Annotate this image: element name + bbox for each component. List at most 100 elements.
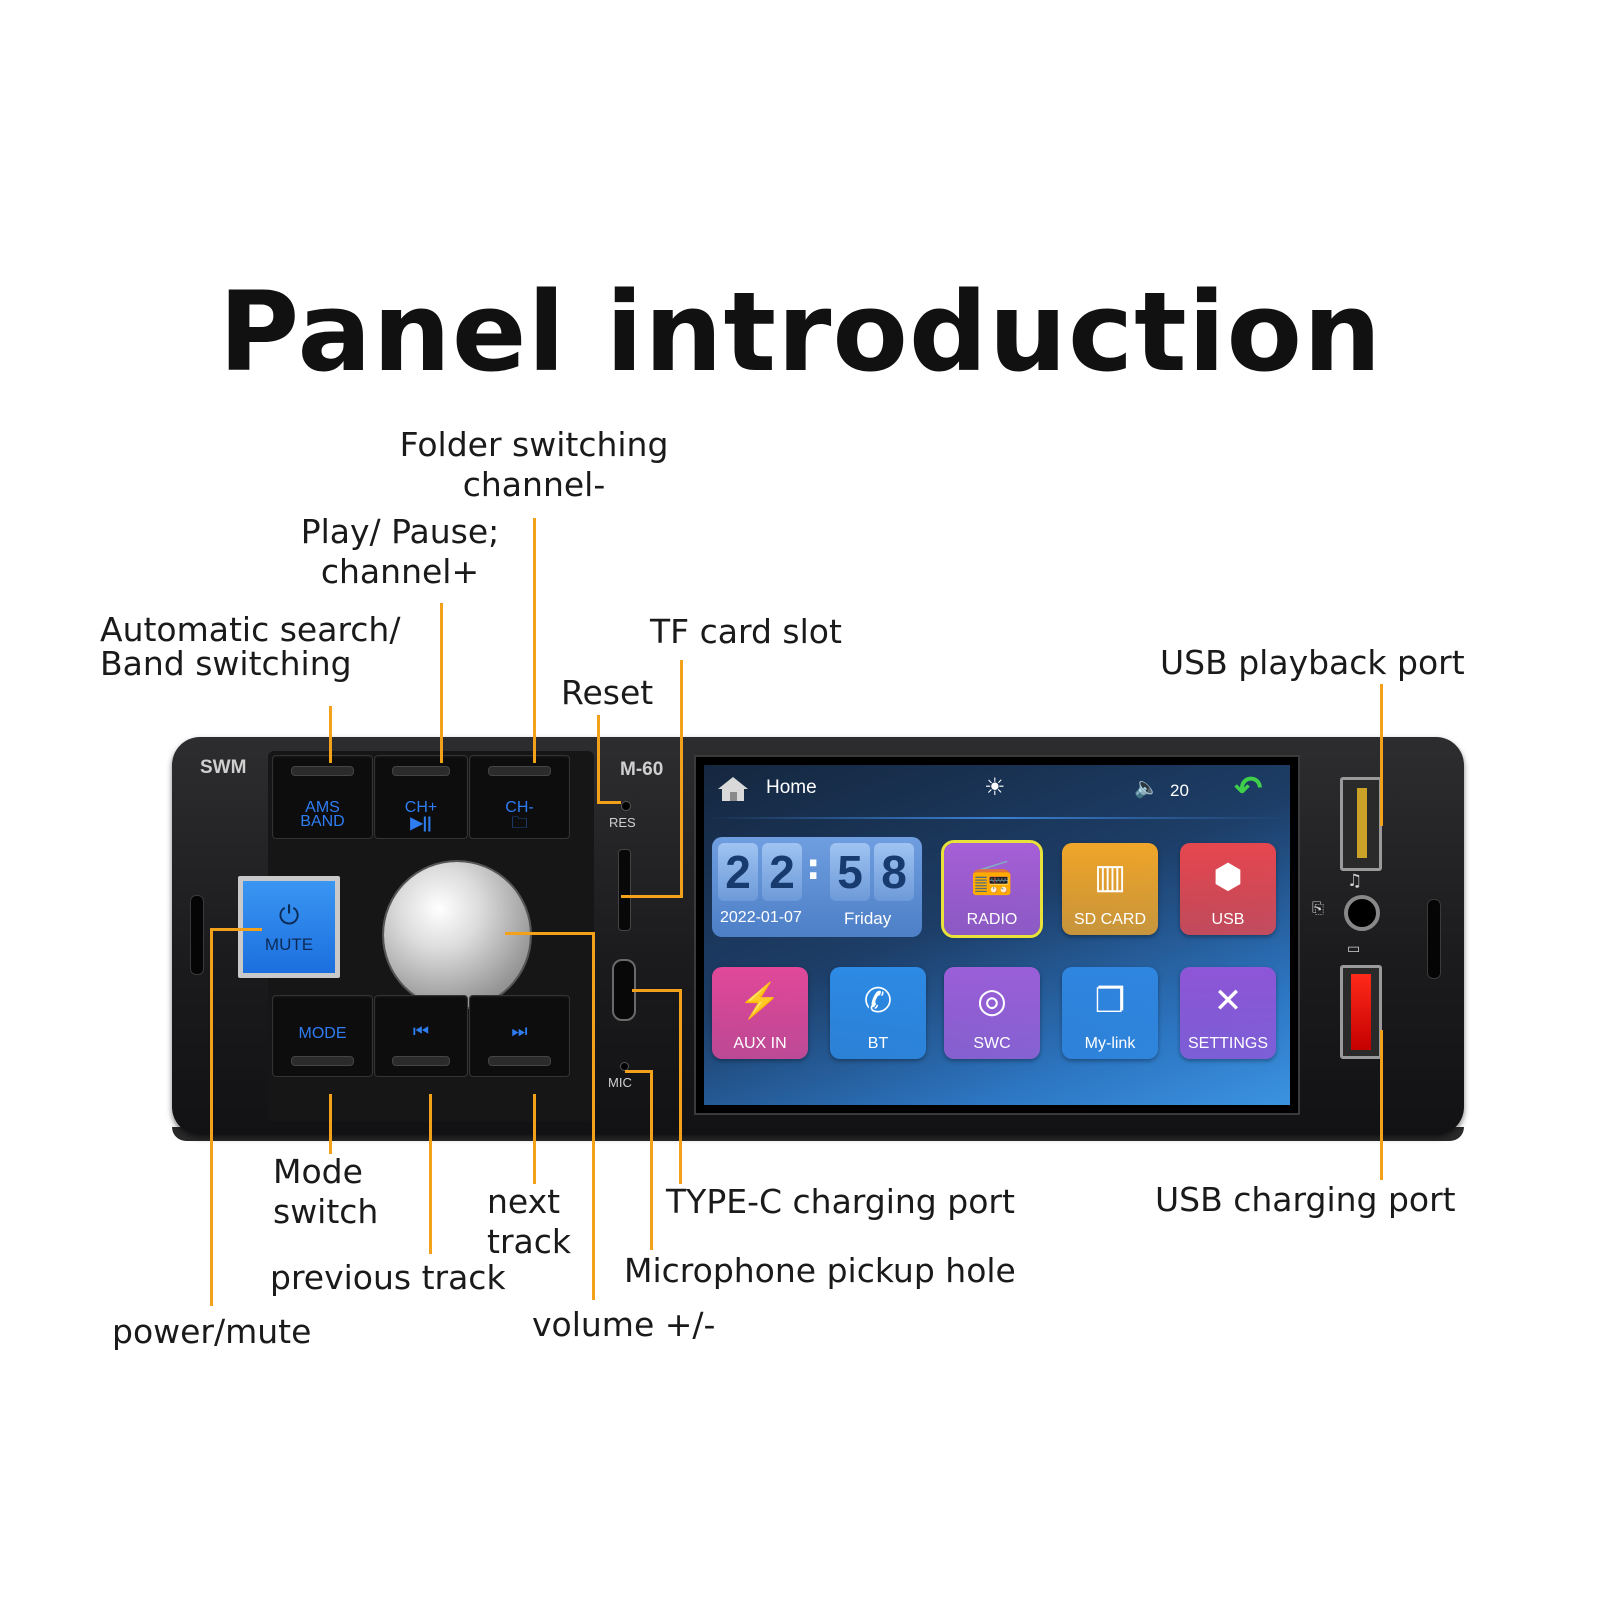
power-mute-button[interactable]: ⏻ MUTE <box>238 876 340 978</box>
callout-line-1: Folder switching <box>399 425 669 464</box>
app-icon: ❐ <box>1094 982 1126 1020</box>
app-icon: ⚡ <box>738 982 782 1020</box>
key-bar <box>487 1056 552 1066</box>
callout-line-2: switch <box>273 1192 379 1231</box>
clock-widget[interactable]: 2 2 : 5 8 2022-01-07 Friday <box>712 837 922 937</box>
app-tile-radio[interactable]: 📻 RADIO <box>941 840 1043 938</box>
app-label: RADIO <box>966 911 1018 928</box>
callout-line-2: channel+ <box>320 552 480 591</box>
ch-minus-folder-button[interactable]: CH- 🗀 <box>469 755 570 839</box>
key-label-line-1: CH+ <box>404 799 438 816</box>
leader-mode-switch <box>329 1094 332 1154</box>
ch-plus-play-pause-button[interactable]: CH+ ▶|| <box>374 755 468 839</box>
key-label-line-2: BAND <box>300 813 345 830</box>
app-tile-settings[interactable]: ✕ SETTINGS <box>1180 967 1276 1059</box>
app-label: BT <box>867 1035 889 1052</box>
app-icon: ✕ <box>1213 982 1243 1020</box>
app-tile-aux-in[interactable]: ⚡ AUX IN <box>712 967 808 1059</box>
right-side-slot <box>1427 899 1441 979</box>
home-icon[interactable] <box>716 775 750 803</box>
leader-tf-card-h <box>621 895 683 898</box>
usb-tongue-red <box>1351 974 1371 1050</box>
back-arrow-icon[interactable]: ↶ <box>1234 769 1263 809</box>
callout-microphone-pickup-hole: Microphone pickup hole <box>624 1251 1016 1290</box>
power-icon: ⏻ <box>278 901 300 931</box>
battery-charge-icon: ▭ <box>1347 941 1361 957</box>
clock-colon: : <box>806 847 821 888</box>
usb-charging-port[interactable] <box>1340 965 1382 1059</box>
reset-hole[interactable] <box>621 801 631 811</box>
app-label: SD CARD <box>1073 911 1146 928</box>
callout-line-2: track <box>487 1222 571 1261</box>
app-label: SWC <box>973 1035 1011 1052</box>
clock-digit: 2 <box>718 843 758 901</box>
app-label: AUX IN <box>733 1035 787 1052</box>
key-bar <box>391 1056 451 1066</box>
key-label: MODE <box>298 1025 347 1042</box>
page-title: Panel introduction <box>218 268 1383 396</box>
app-label: SETTINGS <box>1187 1035 1268 1052</box>
leader-usb-charging <box>1380 1030 1383 1180</box>
leader-power-mute-h <box>210 928 262 931</box>
callout-power-mute: power/mute <box>112 1312 312 1351</box>
mode-button[interactable]: MODE <box>272 995 373 1077</box>
aux-input-jack[interactable] <box>1344 895 1380 931</box>
leader-auto-search <box>329 706 332 763</box>
callout-line-2: channel- <box>462 465 606 504</box>
tf-card-slot[interactable] <box>618 849 631 931</box>
app-tile-sd-card[interactable]: ▥ SD CARD <box>1062 843 1158 935</box>
mic-hole <box>620 1062 629 1071</box>
volume-knob[interactable] <box>384 862 530 1008</box>
leader-power-mute <box>210 928 213 1306</box>
app-tile-bt[interactable]: ✆BT <box>830 967 926 1059</box>
car-stereo-panel: SWM M-60 AMS BAND CH+ ▶|| CH- 🗀 ⏻ MUTE M… <box>172 737 1464 1141</box>
app-tile-my-link[interactable]: ❐My-link <box>1062 967 1158 1059</box>
callout-line-1: next <box>487 1182 561 1221</box>
leader-reset-h <box>597 801 621 804</box>
leader-next-track <box>533 1094 536 1184</box>
app-label: USB <box>1211 911 1245 928</box>
app-icon: 📻 <box>970 858 1014 896</box>
status-divider <box>704 817 1290 819</box>
callout-previous-track: previous track <box>270 1258 506 1297</box>
model-label: M-60 <box>620 759 664 780</box>
leader-mic-h <box>625 1070 653 1073</box>
leader-folder-switching <box>533 518 536 763</box>
callout-line-1: Automatic search/ <box>100 610 401 649</box>
previous-icon: ⏮ <box>412 1021 430 1041</box>
clock-date: 2022-01-07 <box>720 909 802 926</box>
speaker-icon[interactable]: 🔈 <box>1134 775 1159 799</box>
clock-digit: 8 <box>874 843 914 901</box>
key-bar <box>391 766 451 776</box>
status-bar: Home ☀ 🔈 20 ↶ <box>704 765 1290 817</box>
folder-icon: 🗀 <box>511 815 528 832</box>
brand-label: SWM <box>200 757 247 778</box>
callout-volume: volume +/- <box>532 1305 716 1344</box>
callout-mode-switch: Mode switch <box>273 1152 378 1232</box>
app-tile-usb[interactable]: ⬢USB <box>1180 843 1276 935</box>
mic-label: MIC <box>608 1075 632 1090</box>
next-track-button[interactable]: ⏭ <box>469 995 570 1077</box>
clock-digit: 5 <box>830 843 870 901</box>
leader-volume <box>592 932 595 1300</box>
callout-type-c-charging-port: TYPE-C charging port <box>666 1182 1015 1221</box>
callout-play-pause: Play/ Pause; channel+ <box>282 512 518 592</box>
ams-band-button[interactable]: AMS BAND <box>272 755 373 839</box>
usb-playback-port[interactable] <box>1340 777 1382 871</box>
mute-label: MUTE <box>264 935 314 954</box>
home-screen: Home ☀ 🔈 20 ↶ 2 2 : 5 8 2022-01-07 Frida… <box>704 765 1290 1105</box>
callout-usb-charging-port: USB charging port <box>1155 1180 1456 1219</box>
app-tile-swc[interactable]: ◎ SWC <box>944 967 1040 1059</box>
volume-level: 20 <box>1170 781 1189 800</box>
previous-track-button[interactable]: ⏮ <box>374 995 468 1077</box>
callout-usb-playback-port: USB playback port <box>1160 643 1465 682</box>
app-icon: ◎ <box>977 982 1007 1020</box>
app-icon: ▥ <box>1093 858 1127 896</box>
key-label-line-1: CH- <box>505 799 534 816</box>
callout-line-1: Mode <box>273 1152 363 1191</box>
key-bar <box>290 766 355 776</box>
sun-icon[interactable]: ☀ <box>984 773 1006 801</box>
key-bar <box>487 766 552 776</box>
leader-reset <box>597 715 600 803</box>
callout-folder-switching: Folder switching channel- <box>388 425 680 505</box>
